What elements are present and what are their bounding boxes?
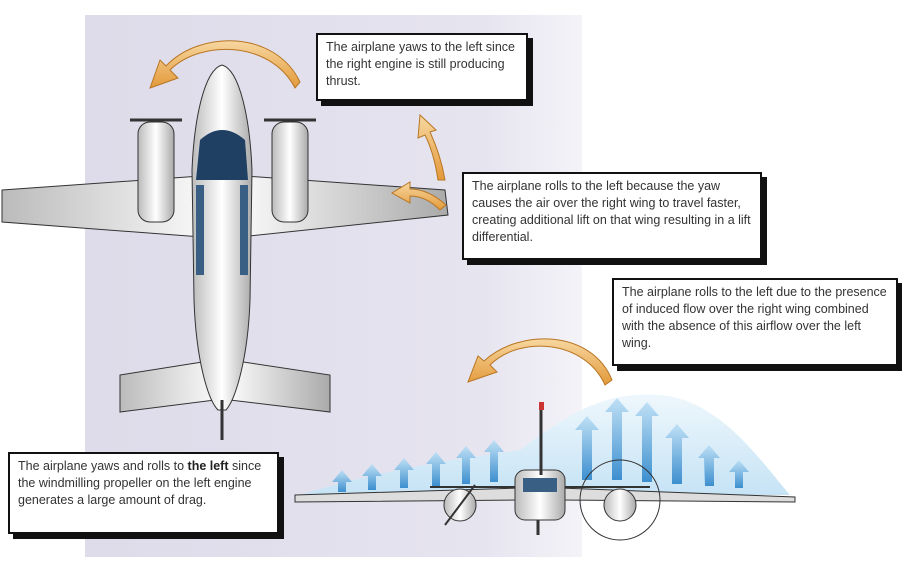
callout-windmilling: The airplane yaws and rolls to the left …: [8, 452, 279, 534]
callout-yaw-left: The airplane yaws to the left since the …: [316, 33, 528, 101]
callout-roll-induced-flow: The airplane rolls to the left due to th…: [612, 278, 898, 366]
airplane-front-view: [294, 402, 796, 541]
windmilling-text-bold: the left: [187, 459, 229, 473]
roll-arrow-up-icon: [417, 113, 446, 181]
yaw-arrow-icon: [149, 40, 301, 89]
roll-arrow-left-icon: [391, 181, 447, 211]
callout-roll-faster-wing: The airplane rolls to the left because t…: [462, 172, 762, 260]
windmilling-text-before: The airplane yaws and rolls to: [18, 459, 188, 473]
roll-arrow-front-icon: [467, 338, 613, 386]
induced-flow: [300, 394, 790, 495]
airplane-top-view: [1, 64, 449, 440]
windmilling-text-after: since the windmilling propeller on the l…: [18, 459, 262, 507]
